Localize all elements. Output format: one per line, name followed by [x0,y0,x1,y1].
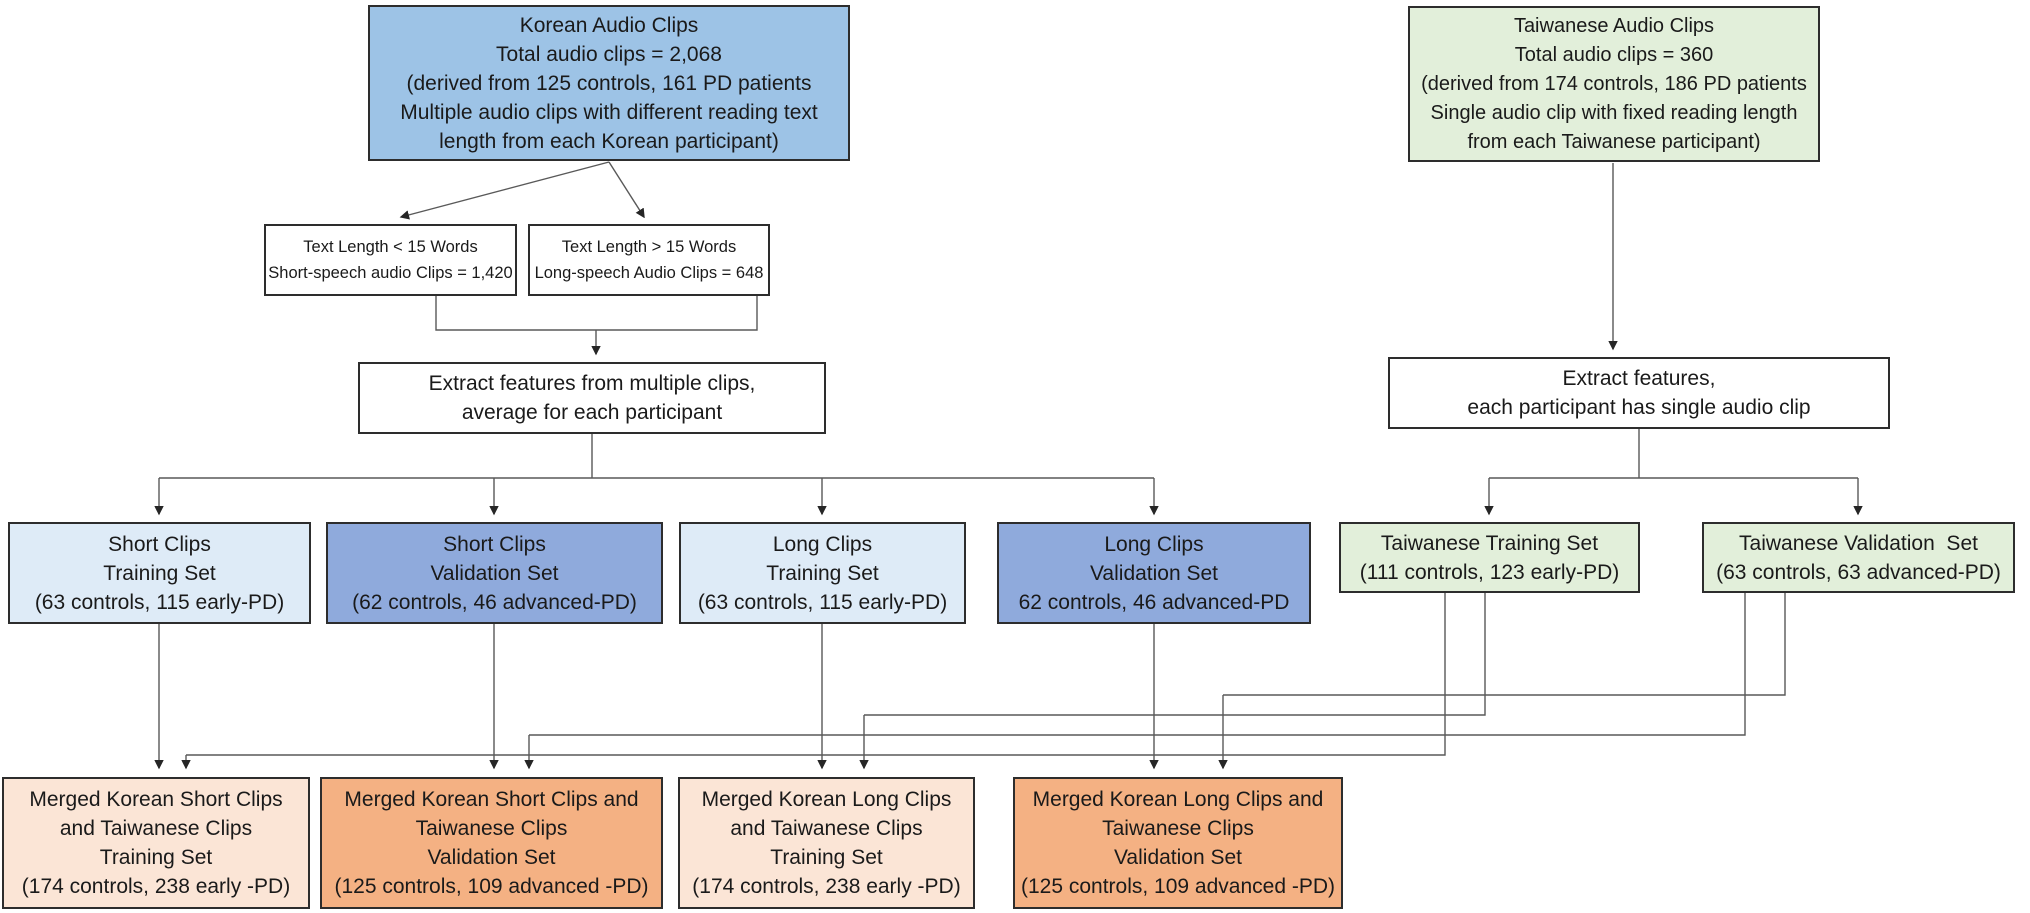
box-line: Training Set [99,846,213,869]
short-clips-training-set-box: Short Clips Training Set (63 controls, 1… [8,522,311,624]
box-line: Taiwanese Clips [1102,817,1254,840]
box-line: Validation Set [1113,846,1243,869]
extract-features-taiwanese-box: Extract features, each participant has s… [1388,357,1890,429]
box-line: each participant has single audio clip [1467,396,1811,419]
box-line: Single audio clip with fixed reading len… [1430,101,1798,124]
box-line: Training Set [770,846,883,869]
box-line: Merged Korean Short Clips and [344,788,639,811]
connector-korean-to-short-text [399,161,610,220]
short-text-length-box: Text Length < 15 Words Short-speech audi… [264,224,517,296]
taiwanese-audio-clips-box: Taiwanese Audio Clips Total audio clips … [1408,6,1820,162]
box-line: Short-speech audio Clips = 1,420 [268,264,513,282]
box-line: (125 controls, 109 advanced -PD) [1020,875,1335,898]
box-line: Taiwanese Clips [415,817,568,840]
box-line: length from each Korean participant) [439,129,779,153]
korean-audio-clips-box: Korean Audio Clips Total audio clips = 2… [368,5,850,161]
box-line: Long-speech Audio Clips = 648 [534,264,764,282]
connector-korean-to-long-text [608,161,645,219]
box-line: Validation Set [1089,561,1219,585]
box-line: (174 controls, 238 early -PD) [692,875,961,898]
box-line: Text Length > 15 Words [561,238,737,256]
box-line: (63 controls, 115 early-PD) [697,590,948,614]
box-line: (63 controls, 115 early-PD) [34,590,285,614]
box-line: (63 controls, 63 advanced-PD) [1716,560,2001,584]
connector-textlength-join [435,296,758,331]
box-line: (174 controls, 238 early -PD) [21,875,291,898]
box-line: Merged Korean Short Clips [29,788,283,811]
box-line: Short Clips [108,532,211,556]
box-line: Extract features, [1562,367,1716,390]
box-line: Merged Korean Long Clips and [1032,788,1324,811]
merged-short-validation-set-box: Merged Korean Short Clips and Taiwanese … [320,777,663,909]
box-line: (62 controls, 46 advanced-PD) [352,590,637,614]
long-clips-validation-set-box: Long Clips Validation Set 62 controls, 4… [997,522,1311,624]
box-line: from each Taiwanese participant) [1467,130,1761,153]
box-line: average for each participant [461,401,723,424]
box-line: (111 controls, 123 early-PD) [1359,560,1620,584]
extract-features-korean-box: Extract features from multiple clips, av… [358,362,826,434]
box-line: Short Clips [443,532,546,556]
box-line: (derived from 125 controls, 161 PD patie… [406,71,812,95]
box-line: and Taiwanese Clips [730,817,923,840]
box-line: Training Set [103,561,216,585]
taiwanese-validation-set-box: Taiwanese Validation Set (63 controls, 6… [1702,522,2015,593]
box-line: Extract features from multiple clips, [428,372,756,395]
box-line: (125 controls, 109 advanced -PD) [334,875,649,898]
taiwanese-training-set-box: Taiwanese Training Set (111 controls, 12… [1339,522,1640,593]
merged-long-training-set-box: Merged Korean Long Clips and Taiwanese C… [678,777,975,909]
box-line: and Taiwanese Clips [59,817,253,840]
box-line: Training Set [766,561,879,585]
long-text-length-box: Text Length > 15 Words Long-speech Audio… [528,224,770,296]
merged-long-validation-set-box: Merged Korean Long Clips and Taiwanese C… [1013,777,1343,909]
box-line: Validation Set [427,846,556,869]
box-line: 62 controls, 46 advanced-PD [1018,590,1290,614]
merged-short-training-set-box: Merged Korean Short Clips and Taiwanese … [2,777,310,909]
box-line: Korean Audio Clips [519,13,699,37]
box-line: (derived from 174 controls, 186 PD patie… [1421,72,1807,95]
box-line: Taiwanese Audio Clips [1513,14,1715,37]
connector-extract-korean-fanout [159,434,1154,479]
box-line: Merged Korean Long Clips [701,788,952,811]
box-line: Taiwanese Validation Set [1739,531,1978,555]
box-line: Text Length < 15 Words [303,238,478,256]
box-line: Taiwanese Training Set [1380,531,1599,555]
box-line: Total audio clips = 2,068 [496,42,722,66]
box-line: Validation Set [430,561,559,585]
connector-extract-taiwanese-fanout [1489,429,1858,479]
box-line: Total audio clips = 360 [1514,43,1714,66]
short-clips-validation-set-box: Short Clips Validation Set (62 controls,… [326,522,663,624]
long-clips-training-set-box: Long Clips Training Set (63 controls, 11… [679,522,966,624]
box-line: Long Clips [772,532,873,556]
box-line: Multiple audio clips with different read… [400,100,818,124]
box-line: Long Clips [1104,532,1204,556]
